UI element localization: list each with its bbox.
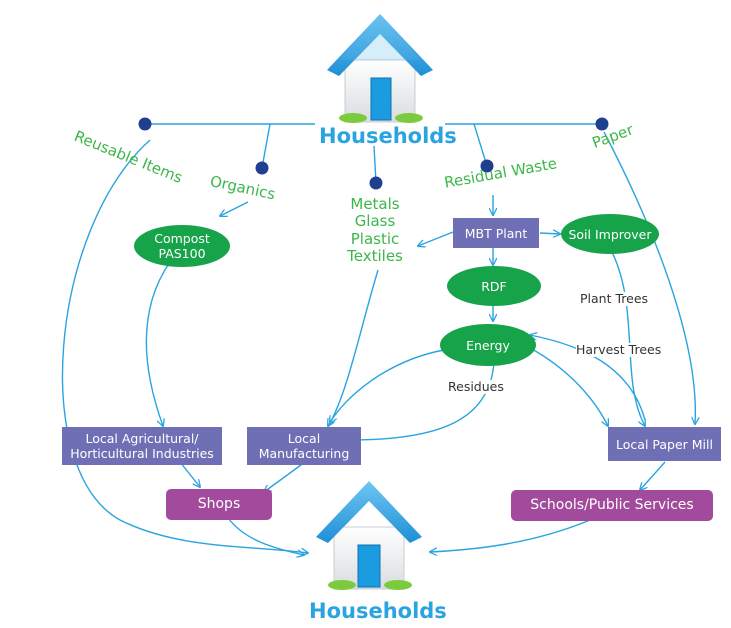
mbt-plant-box: MBT Plant [453,218,539,248]
flow-arrow [264,461,306,492]
house-icon [316,481,422,590]
households-title-bottom: Households [309,599,447,623]
local-agri-box: Local Agricultural/Horticultural Industr… [62,427,222,465]
soil-improver-node: Soil Improver [561,214,659,254]
flow-arrow [227,517,304,555]
flow-arrow [640,461,666,490]
shops-box: Shops [166,489,272,520]
flow-arrow [220,201,249,216]
schools-public-services-box: Schools/Public Services [511,490,713,521]
flow-arrow [350,361,495,440]
flow-arrow [179,461,200,487]
flow-arrow [530,335,646,421]
flow-arrow [430,519,591,552]
flow-arrow [418,231,454,246]
residues-label: Residues [448,379,504,395]
flow-arrow [145,261,171,426]
flow-arrow [529,347,608,426]
flow-arrow [330,269,379,423]
branch-dot [255,161,269,175]
branch-dot [595,117,609,131]
plant-trees-label: Plant Trees [580,291,649,307]
branch-dot [369,176,383,190]
local-paper-mill-box: Local Paper Mill [608,427,721,461]
energy-node: Energy [440,324,536,366]
branch-line [473,123,488,167]
flow-arrow [539,233,560,234]
branch-dot [138,117,152,131]
materials-label: Metals Glass Plastic Textiles [347,195,403,265]
flow-arrow [61,139,308,553]
flow-arrow [328,349,445,426]
branch-dot [480,159,494,173]
flow-arrow [611,251,645,426]
branch-line [261,123,271,169]
house-icon [327,14,433,123]
rdf-node: RDF [447,266,541,306]
harvest-trees-label: Harvest Trees [576,342,662,358]
flow-arrow [603,131,695,424]
households-title-top: Households [319,124,457,148]
